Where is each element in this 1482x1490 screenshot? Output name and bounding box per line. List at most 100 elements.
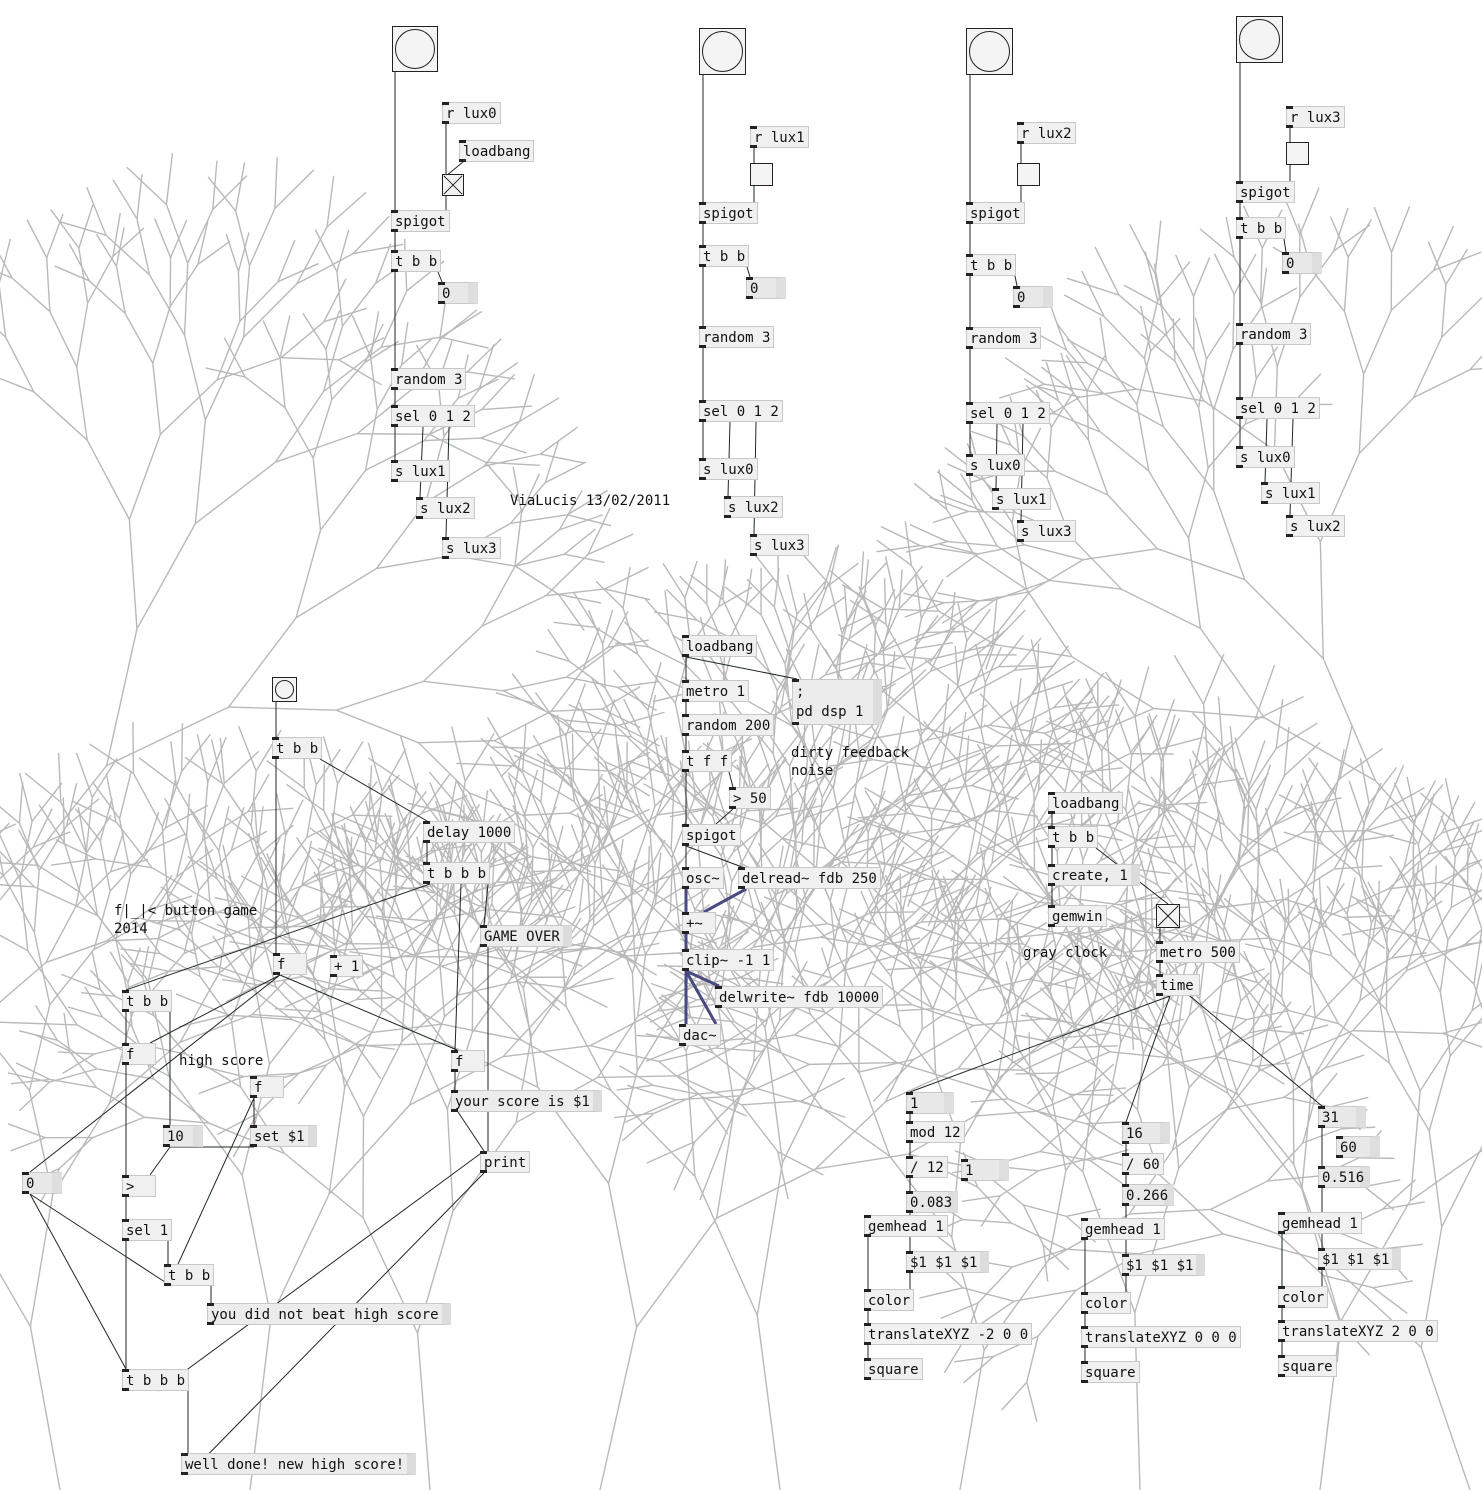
float-object[interactable]: f <box>250 1076 284 1098</box>
osc-object[interactable]: osc~ <box>682 867 724 889</box>
number-box[interactable]: 0.266 <box>1122 1184 1174 1206</box>
color-object[interactable]: color <box>1278 1286 1329 1308</box>
greater-object[interactable]: > <box>122 1175 156 1197</box>
set-message[interactable]: set $1 <box>250 1125 317 1147</box>
float-object[interactable]: f <box>273 953 307 975</box>
bang-button-voice-2[interactable] <box>966 28 1013 75</box>
toggle-off[interactable] <box>1017 163 1040 186</box>
number-box[interactable]: 60 <box>1336 1136 1380 1158</box>
compare-object[interactable]: > 50 <box>729 787 771 809</box>
dsp-message-box[interactable]: ; pd dsp 1 <box>792 679 882 725</box>
trigger-object[interactable]: t b b b <box>122 1369 190 1391</box>
select-object[interactable]: sel 0 1 2 <box>1236 397 1320 419</box>
clip-object[interactable]: clip~ -1 1 <box>682 949 775 971</box>
trigger-object[interactable]: t b b b <box>423 862 491 884</box>
number-box[interactable]: 0 <box>1282 252 1322 274</box>
bang-button-voice-3[interactable] <box>1236 16 1283 63</box>
plus-one-object[interactable]: + 1 <box>330 955 364 977</box>
random-object[interactable]: random 3 <box>391 368 467 390</box>
select-object[interactable]: sel 0 1 2 <box>699 400 783 422</box>
trigger-object[interactable]: t b b <box>699 245 750 267</box>
metro-object[interactable]: metro 500 <box>1156 941 1240 963</box>
send-object[interactable]: s lux0 <box>966 454 1025 476</box>
square-object[interactable]: square <box>1081 1361 1140 1383</box>
select-object[interactable]: sel 0 1 2 <box>966 402 1050 424</box>
gemwin-object[interactable]: gemwin <box>1048 905 1107 927</box>
receive-object[interactable]: r lux0 <box>442 102 501 124</box>
divide-object[interactable]: / 60 <box>1122 1153 1164 1175</box>
translate-object[interactable]: translateXYZ 0 0 0 <box>1081 1326 1241 1348</box>
metro-object[interactable]: metro 1 <box>682 680 750 702</box>
float-object[interactable]: f <box>451 1050 485 1072</box>
game-over-message[interactable]: GAME OVER <box>480 925 572 947</box>
loadbang-object[interactable]: loadbang <box>682 635 758 657</box>
not-beat-message[interactable]: you did not beat high score <box>207 1303 451 1325</box>
send-object[interactable]: s lux1 <box>1261 482 1320 504</box>
send-object[interactable]: s lux3 <box>750 534 809 556</box>
random-object[interactable]: random 200 <box>682 714 775 736</box>
random-object[interactable]: random 3 <box>966 327 1042 349</box>
spigot-object[interactable]: spigot <box>391 210 450 232</box>
receive-object[interactable]: r lux1 <box>750 126 809 148</box>
send-object[interactable]: s lux1 <box>391 460 450 482</box>
square-object[interactable]: square <box>1278 1355 1337 1377</box>
translate-object[interactable]: translateXYZ -2 0 0 <box>864 1323 1033 1345</box>
create-message[interactable]: create, 1 <box>1048 864 1140 886</box>
gemhead-object[interactable]: gemhead 1 <box>864 1215 948 1237</box>
rgb-message[interactable]: $1 $1 $1 <box>1122 1254 1206 1276</box>
trigger-object[interactable]: t b b <box>272 737 323 759</box>
loadbang-object[interactable]: loadbang <box>1048 792 1124 814</box>
bang-button-voice-1[interactable] <box>699 28 746 75</box>
gemhead-object[interactable]: gemhead 1 <box>1081 1218 1165 1240</box>
send-object[interactable]: s lux1 <box>992 488 1051 510</box>
rgb-message[interactable]: $1 $1 $1 <box>906 1251 990 1273</box>
send-object[interactable]: s lux3 <box>1017 520 1076 542</box>
rgb-message[interactable]: $1 $1 $1 <box>1318 1248 1402 1270</box>
number-box[interactable]: 1 <box>906 1092 954 1114</box>
receive-object[interactable]: r lux3 <box>1286 106 1345 128</box>
number-box[interactable]: 10 <box>163 1125 203 1147</box>
your-score-message[interactable]: your score is $1 <box>451 1090 602 1112</box>
color-object[interactable]: color <box>864 1289 915 1311</box>
random-object[interactable]: random 3 <box>699 326 775 348</box>
number-box[interactable]: 0 <box>746 277 786 299</box>
delread-object[interactable]: delread~ fdb 250 <box>738 867 881 889</box>
trigger-object[interactable]: t f f <box>682 750 733 772</box>
spigot-object[interactable]: spigot <box>1236 181 1295 203</box>
well-done-message[interactable]: well done! new high score! <box>181 1453 417 1475</box>
send-object[interactable]: s lux0 <box>699 458 758 480</box>
trigger-object[interactable]: t b b <box>122 990 173 1012</box>
spigot-object[interactable]: spigot <box>699 202 758 224</box>
delwrite-object[interactable]: delwrite~ fdb 10000 <box>715 986 884 1008</box>
send-object[interactable]: s lux2 <box>416 497 475 519</box>
toggle-on[interactable] <box>442 174 464 196</box>
trigger-object[interactable]: t b b <box>164 1264 215 1286</box>
bang-button-voice-0[interactable] <box>392 26 438 72</box>
random-object[interactable]: random 3 <box>1236 323 1312 345</box>
send-object[interactable]: s lux0 <box>1236 446 1295 468</box>
toggle-on[interactable] <box>1156 904 1180 928</box>
game-bang-button[interactable] <box>272 677 297 702</box>
select-object[interactable]: sel 0 1 2 <box>391 405 475 427</box>
number-box[interactable]: 0.083 <box>906 1191 958 1213</box>
print-object[interactable]: print <box>480 1151 531 1173</box>
number-box[interactable]: 31 <box>1318 1106 1366 1128</box>
divide-object[interactable]: / 12 <box>906 1156 948 1178</box>
color-object[interactable]: color <box>1081 1292 1132 1314</box>
float-object[interactable]: f <box>122 1043 156 1065</box>
trigger-object[interactable]: t b b <box>966 254 1017 276</box>
mod-object[interactable]: mod 12 <box>906 1121 965 1143</box>
trigger-object[interactable]: t b b <box>1048 826 1099 848</box>
gemhead-object[interactable]: gemhead 1 <box>1278 1212 1362 1234</box>
square-object[interactable]: square <box>864 1358 923 1380</box>
select-object[interactable]: sel 1 <box>122 1219 173 1241</box>
number-box[interactable]: 16 <box>1122 1122 1170 1144</box>
spigot-object[interactable]: spigot <box>682 824 741 846</box>
receive-object[interactable]: r lux2 <box>1017 122 1076 144</box>
dac-object[interactable]: dac~ <box>679 1024 721 1046</box>
toggle-off[interactable] <box>1286 142 1309 165</box>
send-object[interactable]: s lux2 <box>724 496 783 518</box>
plus-tilde-object[interactable]: +~ <box>682 912 716 934</box>
trigger-object[interactable]: t b b <box>391 250 442 272</box>
